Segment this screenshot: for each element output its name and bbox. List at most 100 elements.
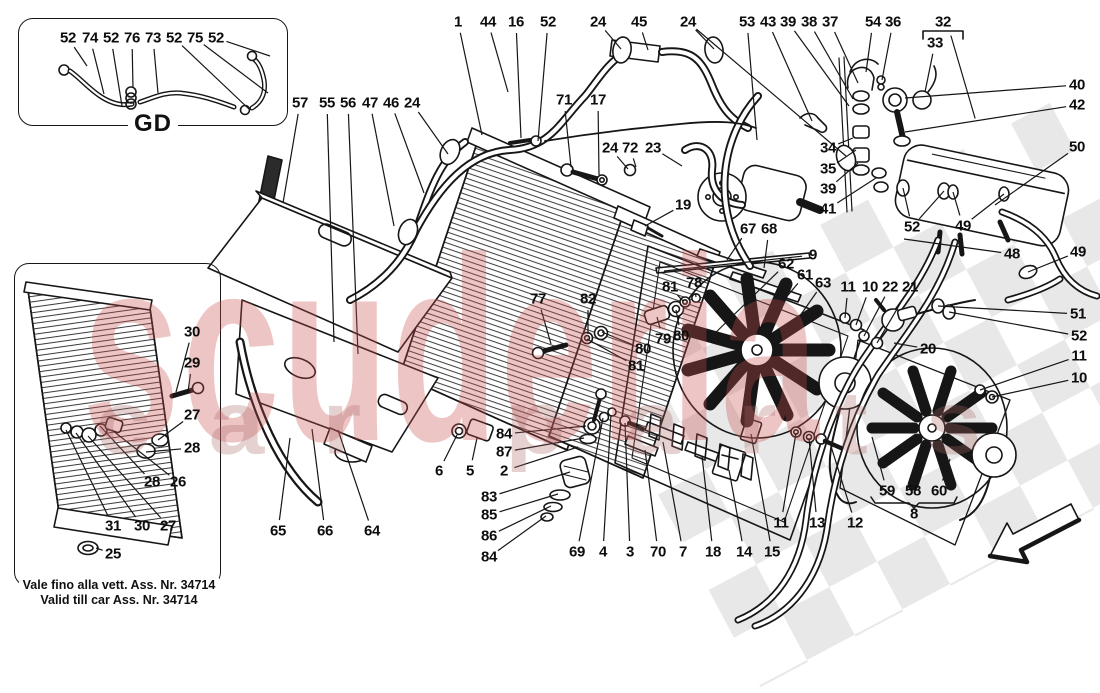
callout-81: 81	[627, 357, 645, 375]
callout-27: 27	[183, 406, 201, 424]
bleed-line-17	[544, 121, 757, 142]
callout-9: 9	[808, 246, 818, 264]
callout-45: 45	[630, 13, 648, 31]
callout-77: 77	[529, 290, 547, 308]
bolt-29	[169, 386, 199, 399]
callout-31: 31	[104, 517, 122, 535]
spring-coil-icon	[125, 86, 137, 98]
callout-10: 10	[1070, 369, 1088, 387]
callout-30: 30	[183, 323, 201, 341]
cap-ring-42	[893, 135, 911, 147]
gd-box-label: GD	[128, 110, 178, 138]
callout-28: 28	[143, 473, 161, 491]
callout-76: 76	[123, 29, 141, 47]
callout-3: 3	[625, 543, 635, 561]
callout-85: 85	[480, 506, 498, 524]
callout-27: 27	[159, 517, 177, 535]
callout-46: 46	[382, 94, 400, 112]
callout-80: 80	[634, 340, 652, 358]
plug-84	[583, 417, 601, 435]
callout-87: 87	[495, 443, 513, 461]
callout-68: 68	[760, 220, 778, 238]
callout-50: 50	[1068, 138, 1086, 156]
callout-23: 23	[644, 139, 662, 157]
callout-53: 53	[738, 13, 756, 31]
bolt-77	[537, 342, 569, 355]
clip-36	[876, 75, 886, 85]
callout-84: 84	[495, 425, 513, 443]
group-32-bracket	[922, 30, 976, 119]
callout-64: 64	[363, 522, 381, 540]
callout-8: 8	[909, 505, 919, 523]
callout-59: 59	[878, 482, 896, 500]
callout-80: 80	[672, 327, 690, 345]
callout-13: 13	[808, 514, 826, 532]
bleed-fitting-37	[846, 66, 875, 91]
validity-caption: Vale fino alla vett. Ass. Nr. 34714 Vali…	[8, 578, 230, 607]
callout-7: 7	[678, 543, 688, 561]
callout-30: 30	[133, 517, 151, 535]
right-fan-motor	[971, 432, 1017, 478]
o-ring-6	[451, 423, 467, 439]
callout-22: 22	[881, 278, 899, 296]
callout-11: 11	[840, 278, 856, 296]
callout-86: 86	[480, 527, 498, 545]
callout-54: 54	[864, 13, 882, 31]
callout-25: 25	[104, 545, 122, 563]
callout-21: 21	[901, 278, 919, 296]
callout-39: 39	[779, 13, 797, 31]
callout-12: 12	[846, 514, 864, 532]
callout-52: 52	[102, 29, 120, 47]
callout-35: 35	[819, 160, 837, 178]
callout-61: 61	[796, 266, 814, 284]
callout-52: 52	[539, 13, 557, 31]
callout-18: 18	[704, 543, 722, 561]
callout-38: 38	[800, 13, 818, 31]
callout-69: 69	[568, 543, 586, 561]
right-cooling-fan	[856, 347, 1017, 521]
sensor-5	[466, 418, 494, 442]
inset-box-early-version	[14, 263, 221, 587]
callout-52: 52	[165, 29, 183, 47]
callout-15: 15	[763, 543, 781, 561]
callout-83: 83	[480, 488, 498, 506]
callout-6: 6	[434, 462, 444, 480]
callout-72: 72	[621, 139, 639, 157]
callout-14: 14	[735, 543, 753, 561]
callout-49: 49	[954, 217, 972, 235]
callout-55: 55	[318, 94, 336, 112]
callout-17: 17	[589, 91, 607, 109]
callout-62: 62	[777, 255, 795, 273]
callout-1: 1	[453, 13, 463, 31]
caption-english: Valid till car Ass. Nr. 34714	[40, 592, 198, 607]
callout-11: 11	[1071, 347, 1087, 365]
callout-49: 49	[1069, 243, 1087, 261]
callout-32: 32	[934, 13, 952, 31]
callout-52: 52	[207, 29, 225, 47]
callout-42: 42	[1068, 96, 1086, 114]
callout-70: 70	[649, 543, 667, 561]
callout-11: 11	[773, 514, 789, 532]
callout-56: 56	[339, 94, 357, 112]
callout-74: 74	[81, 29, 99, 47]
callout-82: 82	[579, 290, 597, 308]
clip-19	[630, 219, 649, 237]
callout-34: 34	[819, 139, 837, 157]
bracket-43	[799, 112, 828, 133]
callout-44: 44	[479, 13, 497, 31]
callout-28: 28	[183, 439, 201, 457]
callout-52: 52	[903, 218, 921, 236]
callout-5: 5	[465, 462, 475, 480]
callout-24: 24	[679, 13, 697, 31]
callout-24: 24	[403, 94, 421, 112]
callout-67: 67	[739, 220, 757, 238]
callout-71: 71	[555, 91, 573, 109]
callout-84: 84	[480, 548, 498, 566]
pressure-cap-40	[882, 87, 908, 113]
callout-58: 58	[904, 482, 922, 500]
caption-italian: Vale fino alla vett. Ass. Nr. 34714	[18, 578, 220, 593]
callout-39: 39	[819, 180, 837, 198]
callout-16: 16	[507, 13, 525, 31]
tank-mount-hardware	[799, 56, 889, 213]
